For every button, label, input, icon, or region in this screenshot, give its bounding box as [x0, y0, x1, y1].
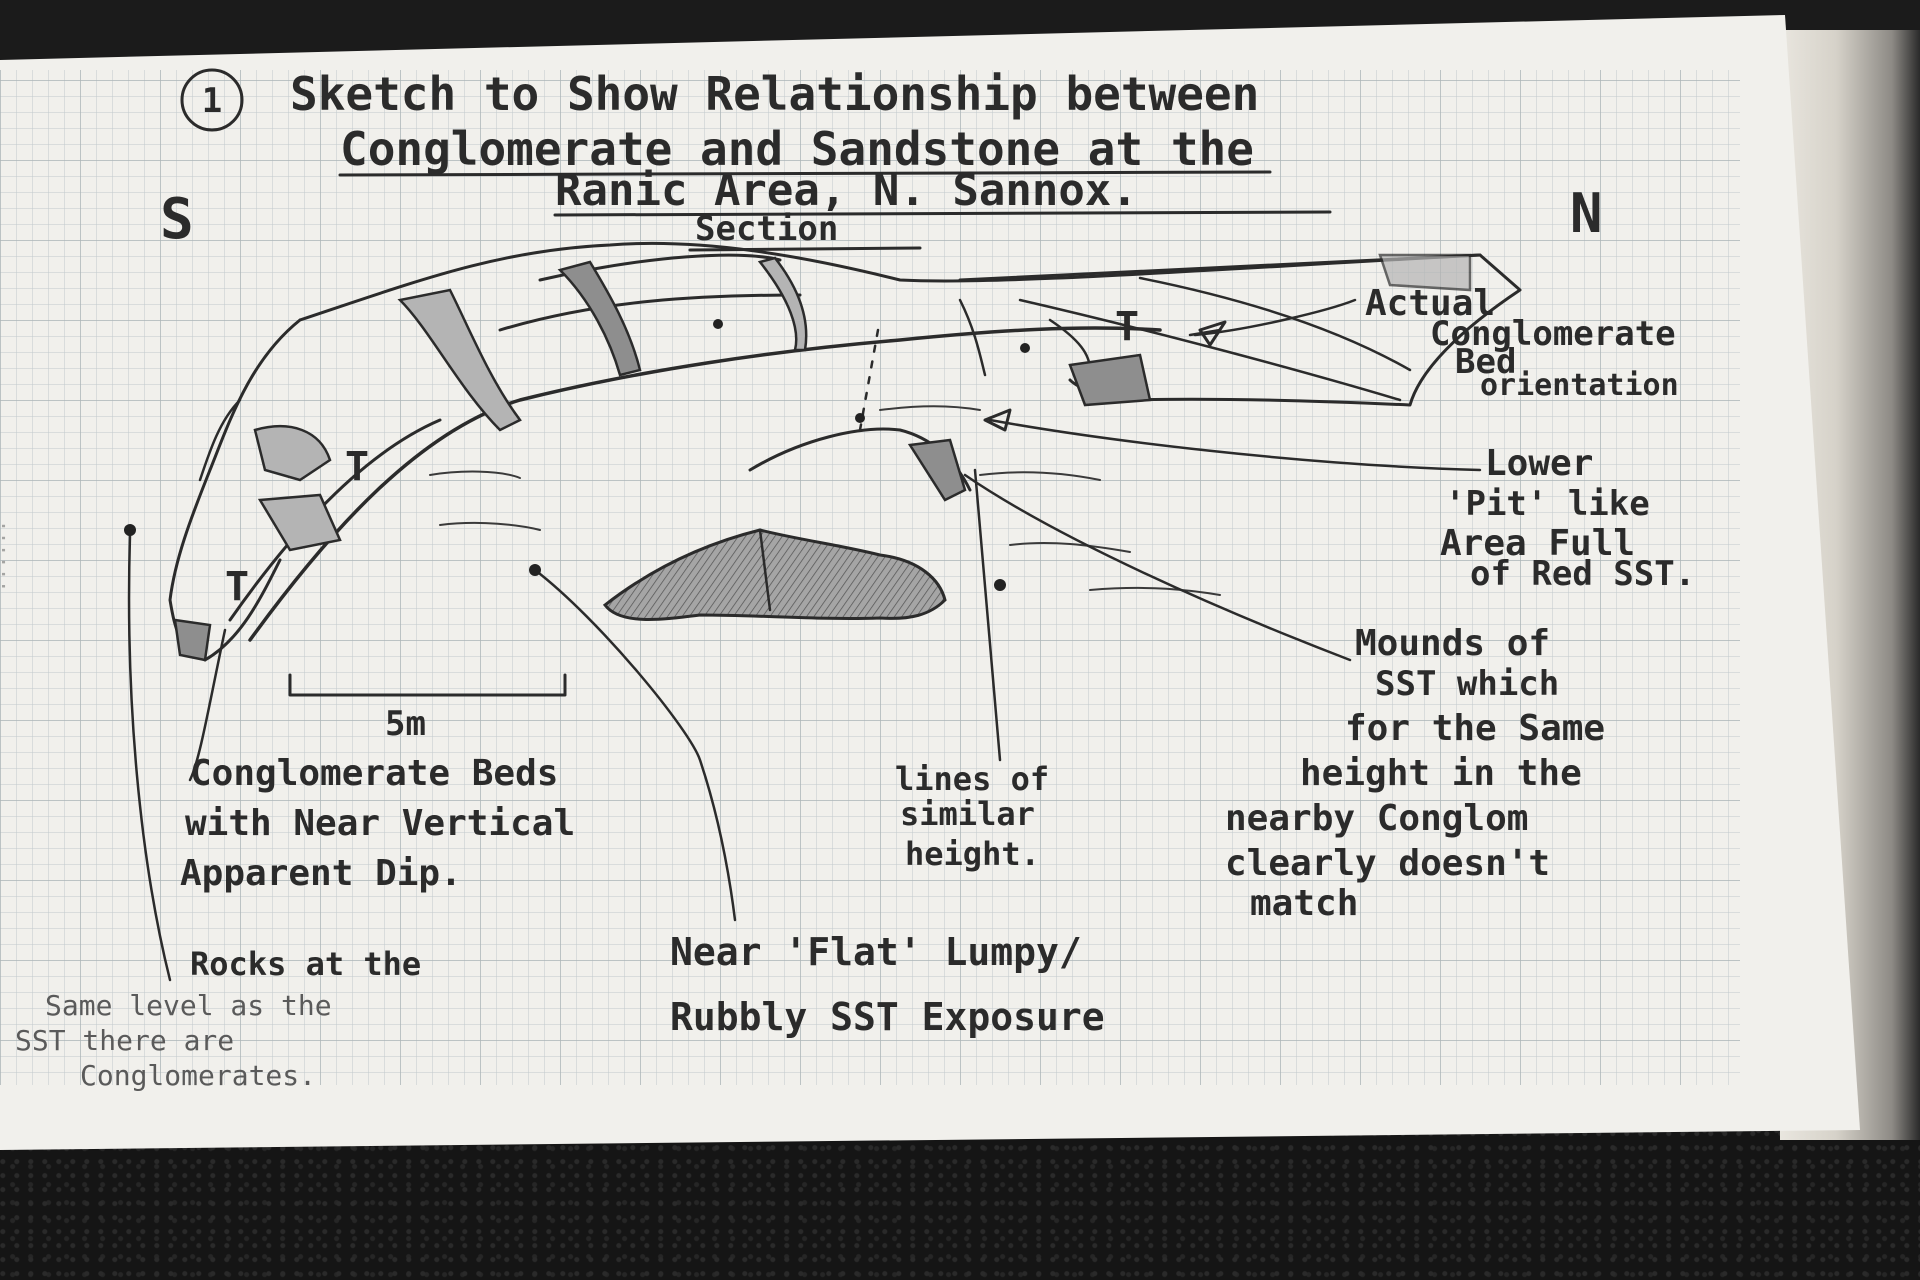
- annotation-conglomerate-beds: Conglomerate Beds with Near Vertical App…: [180, 753, 575, 894]
- annotation-lower-pit: Lower 'Pit' like Area Full of Red SST.: [1440, 443, 1695, 594]
- annot-mounds-line-6: clearly doesn't: [1225, 843, 1550, 884]
- annot-pit-line-1: Lower: [1485, 443, 1593, 484]
- annot-mounds-line-7: match: [1250, 883, 1358, 924]
- annot-pit-line-3: Area Full: [1440, 523, 1635, 564]
- title-line-1: Sketch to Show Relationship between: [290, 67, 1259, 121]
- title-underline-conglomerate: [338, 170, 1272, 177]
- annot-beds-line-2: with Near Vertical: [185, 803, 575, 844]
- annotation-actual-bed: Actual Conglomerate Bed orientation: [1365, 283, 1679, 403]
- annot-beds-line-3: Apparent Dip.: [180, 853, 462, 894]
- annot-beds-line-1: Conglomerate Beds: [190, 753, 558, 794]
- annot-lines-line-3: height.: [905, 835, 1040, 873]
- figure-number: 1: [202, 81, 222, 121]
- scale-label: 5m: [385, 704, 426, 744]
- annot-mounds-line-2: SST which: [1375, 664, 1559, 704]
- annotation-rocks-same-level: Rocks at the Same level as the SST there…: [15, 945, 421, 1092]
- bed-symbol-t-3: T: [225, 564, 249, 610]
- section-label: Section: [695, 209, 838, 249]
- title-underline-area: [553, 210, 1332, 217]
- annot-flat-line-1: Near 'Flat' Lumpy/: [670, 930, 1082, 974]
- bed-symbol-t-2: T: [345, 444, 369, 490]
- annot-mounds-line-5: nearby Conglom: [1225, 798, 1528, 839]
- section-underline: [688, 246, 922, 252]
- scale-bar: [288, 673, 567, 697]
- bed-symbol-t-1: T: [1115, 304, 1139, 350]
- annot-mounds-line-3: for the Same: [1345, 708, 1605, 749]
- leader-lines: [124, 298, 1482, 982]
- annot-rocks-line-3: SST there are: [15, 1024, 234, 1057]
- outcrop-sketch: T T T: [168, 241, 1522, 662]
- annotation-lines-similar: lines of similar height.: [895, 760, 1049, 873]
- annot-rocks-line-4: Conglomerates.: [80, 1059, 316, 1092]
- annotation-near-flat: Near 'Flat' Lumpy/ Rubbly SST Exposure: [670, 930, 1105, 1039]
- annot-mounds-line-1: Mounds of: [1355, 623, 1550, 664]
- annot-actual-line-1: Actual: [1365, 283, 1495, 324]
- annot-pit-line-2: 'Pit' like: [1445, 484, 1650, 524]
- north-label: N: [1570, 182, 1603, 245]
- title-line-2: Conglomerate and Sandstone at the: [340, 122, 1254, 176]
- bleed-through-text: ......: [0, 520, 21, 592]
- south-label: S: [160, 187, 194, 252]
- annot-lines-line-2: similar: [900, 795, 1035, 833]
- annot-lines-line-1: lines of: [895, 760, 1049, 798]
- annotation-mounds: Mounds of SST which for the Same height …: [1225, 623, 1605, 924]
- annot-rocks-line-1: Rocks at the: [190, 945, 421, 983]
- title-line-3: Ranic Area, N. Sannox.: [555, 165, 1138, 216]
- annot-mounds-line-4: height in the: [1300, 753, 1582, 794]
- annot-actual-line-3: Bed: [1455, 342, 1516, 382]
- annot-pit-line-4: of Red SST.: [1470, 554, 1695, 594]
- annot-flat-line-2: Rubbly SST Exposure: [670, 995, 1105, 1039]
- figure-number-circle: [180, 68, 244, 132]
- annot-rocks-line-2: Same level as the: [45, 989, 332, 1022]
- annot-actual-line-2: Conglomerate: [1430, 314, 1676, 354]
- annot-actual-line-4: orientation: [1480, 368, 1679, 403]
